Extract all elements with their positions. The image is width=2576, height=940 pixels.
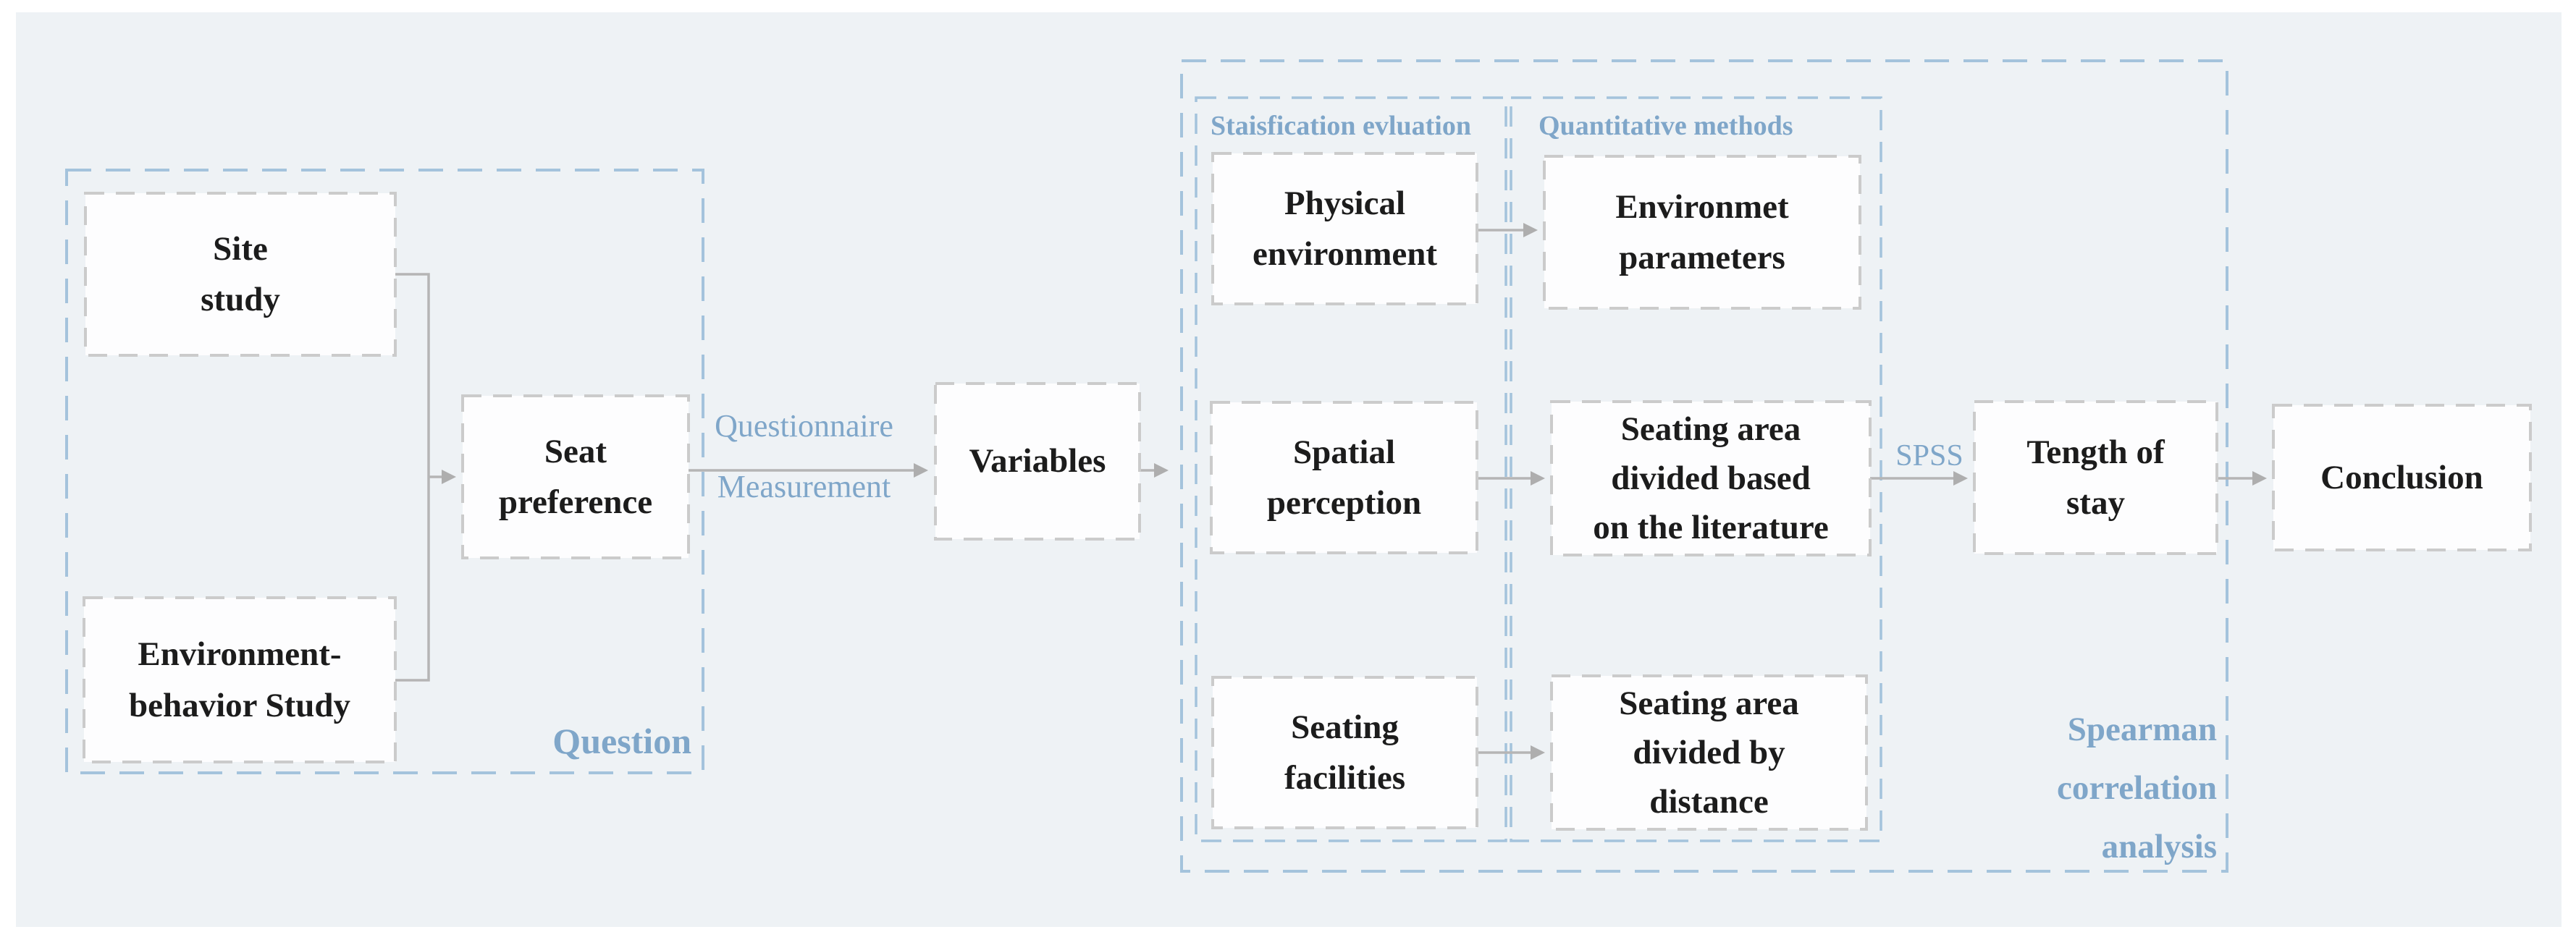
node-environment-behavior: Environment- behavior Study (128, 635, 351, 724)
physical-environment-box (1211, 152, 1478, 305)
spearman-analysis-label: Spearman correlation analysis (2056, 711, 2217, 865)
tength-of-stay-box (1973, 400, 2218, 555)
site-study-box (84, 192, 397, 357)
node-site-study: Site study (201, 229, 280, 319)
variables-box (934, 382, 1141, 541)
spearman-analysis-group-container (1180, 59, 2228, 873)
merge-bracket-connector (395, 273, 430, 682)
node-seat-preference: Seat preference (498, 432, 653, 522)
node-spatial-perception: Spatial perception (1266, 433, 1422, 522)
node-conclusion: Conclusion (2320, 458, 2483, 496)
satisfaction-evaluation-subcontainer (1195, 96, 1507, 842)
node-seating-facilities: Seating facilities (1284, 708, 1406, 797)
node-environment-parameters: Environmet parameters (1615, 187, 1789, 277)
environment-behavior-box (83, 596, 397, 763)
seating-area-distance-box (1550, 674, 1868, 831)
quantitative-methods-subcontainer (1510, 96, 1882, 842)
node-seating-area-literature: Seating area divided based on the litera… (1593, 410, 1829, 547)
satisfaction-evaluation-label: Staisfication evluation (1211, 111, 1471, 141)
spss-edge-label: SPSS (1895, 439, 1963, 473)
node-seating-area-distance: Seating area divided by distance (1619, 684, 1799, 821)
seat-preference-box (461, 394, 690, 559)
environment-parameters-box (1543, 155, 1861, 310)
seating-facilities-box (1211, 676, 1478, 829)
node-physical-environment: Physical environment (1252, 184, 1437, 274)
node-variables: Variables (969, 442, 1106, 480)
conclusion-box (2272, 404, 2532, 551)
question-group-container (65, 169, 704, 774)
questionnaire-measurement-edge-label: Questionnaire Measurement (715, 407, 893, 504)
spatial-perception-box (1210, 401, 1478, 554)
quantitative-methods-label: Quantitative methods (1539, 111, 1793, 141)
seating-area-literature-box (1550, 400, 1872, 556)
question-group-label: Question (552, 721, 691, 761)
node-tength-of-stay: Tength of stay (2026, 433, 2165, 522)
